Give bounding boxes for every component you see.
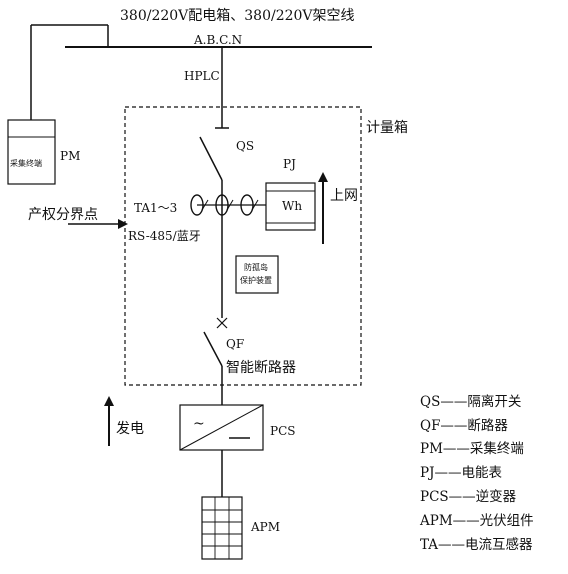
pcs-label: PCS [270,424,295,438]
legend-item-qs: QS——隔离开关 [420,393,521,410]
diagram-title: 380/220V配电箱、380/220V架空线 [120,8,355,24]
hplc-label: HPLC [184,69,220,83]
legend-item-ta: TA——电流互感器 [420,536,533,553]
anti-island-box [235,255,279,294]
ct2-icon [215,194,229,216]
upload-label: 上网 [330,188,358,204]
ct2-tick [226,199,234,211]
qf-switch-blade [203,331,223,367]
legend-item-apm: APM——光伏组件 [419,513,534,529]
legend: QS——隔离开关 QF——断路器 PM——采集终端 PJ——电能表 PCS——逆… [419,393,534,553]
pm-terminal-box [7,119,56,185]
pj-label: PJ [283,157,296,171]
legend-item-pcs: PCS——逆变器 [420,489,517,505]
apm-label: APM [250,520,280,534]
boundary-label: 产权分界点 [28,207,98,223]
ta-label: TA1～3 [134,201,177,215]
anti-island-label-2: 保护装置 [240,275,272,285]
meter-box-label: 计量箱 [366,120,408,136]
qs-label: QS [236,139,254,153]
qf-cross-b [216,317,228,329]
rs485-label: RS-485/蓝牙 [128,229,201,243]
pm-label: PM [60,149,80,163]
inverter-ac-symbol: ~ [193,416,205,432]
anti-island-label-1: 防孤岛 [244,262,268,272]
legend-item-pm: PM——采集终端 [420,441,524,457]
ct1-icon [190,194,204,216]
wh-label: Wh [282,199,302,213]
pv-module-box [201,496,243,560]
qs-switch-blade [199,136,223,181]
bus-phase-label: A.B.C.N [193,33,242,47]
meter-box-outline [124,106,362,386]
qf-label: QF [226,337,244,351]
ct3-icon [240,194,254,216]
generation-label: 发电 [116,421,144,437]
inverter-diagonal [179,404,264,451]
ct3-tick [251,199,259,211]
ct1-tick [201,199,209,211]
legend-item-qf: QF——断路器 [420,418,508,434]
pm-box-label: 采集终端 [10,158,42,168]
legend-item-pj: PJ——电能表 [420,465,502,481]
breaker-name-label: 智能断路器 [226,360,296,376]
